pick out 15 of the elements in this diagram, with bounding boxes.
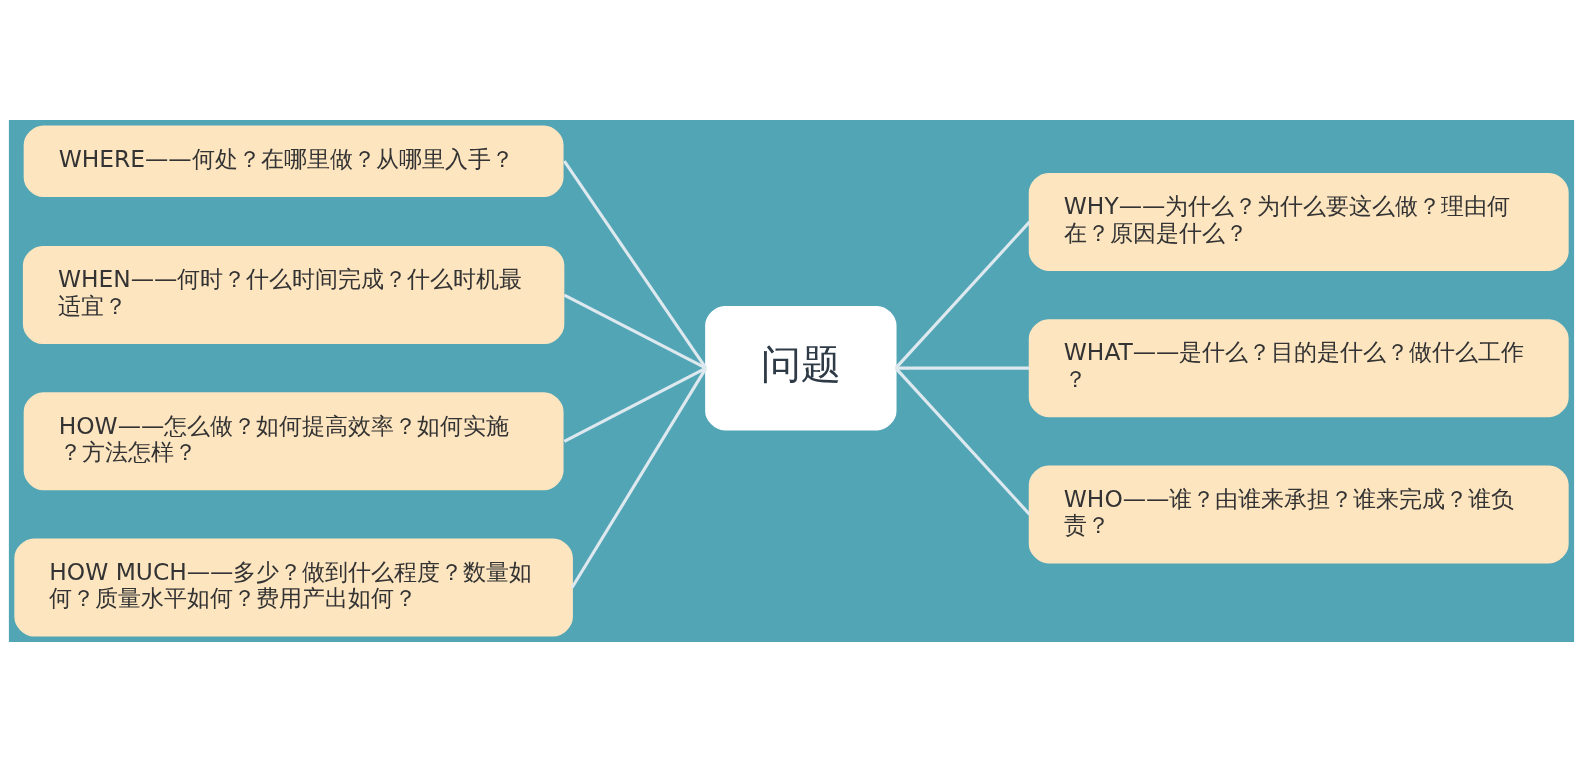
node-box: WHERE——何处？在哪里做？从哪里入手？ <box>23 124 564 197</box>
node-box: 问题 <box>705 305 897 430</box>
connector <box>563 293 707 370</box>
connector <box>894 366 1031 515</box>
node-box: HOW——怎么做？如何提高效率？如何实施？方法怎样？ <box>23 391 564 490</box>
connector <box>895 366 1030 370</box>
connector <box>563 366 707 443</box>
connector <box>570 366 708 588</box>
node-box: WHY——为什么？为什么要这么做？理由何在？原因是什么？ <box>1028 172 1569 271</box>
connector <box>563 159 708 369</box>
node-box: WHAT——是什么？目的是什么？做什么工作？ <box>1028 318 1569 417</box>
node-box: WHEN——何时？什么时间完成？什么时机最适宜？ <box>22 245 565 344</box>
node-box: WHO——谁？由谁来承担？谁来完成？谁负责？ <box>1028 464 1569 563</box>
connector <box>894 220 1031 369</box>
node-box: HOW MUCH——多少？做到什么程度？数量如何？质量水平如何？费用产出如何？ <box>14 538 573 637</box>
